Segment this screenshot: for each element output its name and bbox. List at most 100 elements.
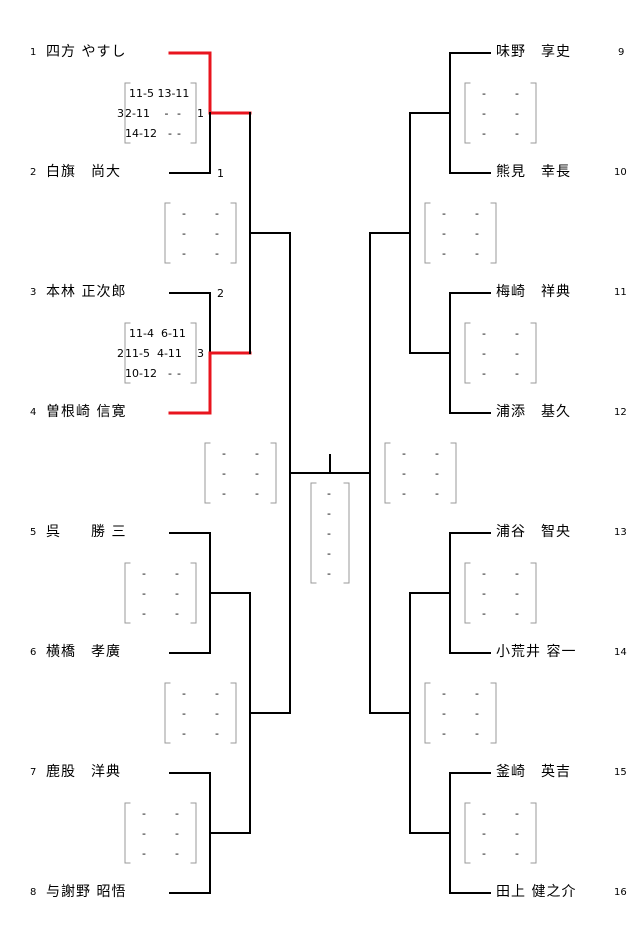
- player-name: 与謝野 昭悟: [46, 884, 127, 900]
- player-name: 白旗 尚大: [46, 164, 121, 180]
- score-row: 2-11 -: [125, 107, 169, 120]
- player-name: 曽根崎 信寛: [46, 404, 127, 420]
- score-placeholder: -: [175, 827, 179, 840]
- score-placeholder: -: [442, 207, 446, 220]
- score-placeholder: -: [215, 707, 219, 720]
- seed-number: 1: [30, 47, 37, 58]
- score-placeholder: -: [327, 487, 331, 500]
- score-placeholder: -: [482, 107, 486, 120]
- seed-number: 2: [30, 167, 37, 178]
- score-row: 11-4 6-11: [129, 327, 186, 340]
- seed-number: 9: [618, 47, 625, 58]
- match-wins-bottom: 1: [197, 107, 204, 120]
- score-placeholder: -: [442, 707, 446, 720]
- score-placeholder: -: [327, 507, 331, 520]
- score-placeholder: -: [327, 527, 331, 540]
- score-placeholder: -: [182, 707, 186, 720]
- score-placeholder: -: [515, 827, 519, 840]
- score-row: 14-12 -: [125, 127, 172, 140]
- score-placeholder: -: [215, 207, 219, 220]
- player-name: 釜崎 英吉: [496, 764, 571, 780]
- score-placeholder: -: [482, 847, 486, 860]
- score-placeholder: -: [402, 467, 406, 480]
- score-placeholder: -: [142, 807, 146, 820]
- games-won: 1: [217, 167, 224, 180]
- score-placeholder: -: [177, 127, 181, 140]
- score-placeholder: -: [482, 367, 486, 380]
- score-placeholder: -: [475, 207, 479, 220]
- score-placeholder: -: [442, 727, 446, 740]
- score-placeholder: -: [482, 87, 486, 100]
- score-placeholder: -: [482, 127, 486, 140]
- player-name: 四方 やすし: [46, 44, 127, 60]
- score-placeholder: -: [327, 547, 331, 560]
- score-placeholder: -: [475, 707, 479, 720]
- score-placeholder: -: [515, 367, 519, 380]
- seed-number: 5: [30, 527, 37, 538]
- seed-number: 11: [614, 287, 627, 298]
- score-placeholder: -: [442, 687, 446, 700]
- score-placeholder: -: [222, 467, 226, 480]
- score-placeholder: -: [175, 567, 179, 580]
- score-placeholder: -: [482, 327, 486, 340]
- score-row: 11-5 13-11: [129, 87, 190, 100]
- score-placeholder: -: [215, 247, 219, 260]
- score-placeholder: -: [515, 847, 519, 860]
- match-wins-top: 2: [117, 347, 124, 360]
- score-row: 11-5 4-11: [125, 347, 182, 360]
- player-name: 浦谷 智央: [496, 524, 571, 540]
- seed-number: 15: [614, 767, 627, 778]
- score-placeholder: -: [182, 247, 186, 260]
- score-placeholder: -: [175, 847, 179, 860]
- score-placeholder: -: [515, 107, 519, 120]
- player-name: 熊見 幸長: [496, 164, 571, 180]
- score-placeholder: -: [442, 227, 446, 240]
- score-placeholder: -: [475, 727, 479, 740]
- score-placeholder: -: [222, 447, 226, 460]
- score-placeholder: -: [182, 687, 186, 700]
- player-name: 横橋 孝廣: [46, 644, 121, 660]
- score-placeholder: -: [177, 367, 181, 380]
- score-placeholder: -: [475, 687, 479, 700]
- score-placeholder: -: [182, 227, 186, 240]
- score-placeholder: -: [435, 467, 439, 480]
- seed-number: 13: [614, 527, 627, 538]
- score-placeholder: -: [142, 567, 146, 580]
- score-placeholder: -: [482, 607, 486, 620]
- player-name: 味野 享史: [496, 44, 571, 60]
- score-placeholder: -: [515, 327, 519, 340]
- score-placeholder: -: [515, 567, 519, 580]
- player-name: 呉 勝 三: [46, 524, 127, 540]
- score-placeholder: -: [515, 347, 519, 360]
- score-placeholder: -: [515, 607, 519, 620]
- score-placeholder: -: [142, 827, 146, 840]
- score-placeholder: -: [475, 247, 479, 260]
- player-name: 梅崎 祥典: [496, 284, 571, 300]
- seed-number: 3: [30, 287, 37, 298]
- score-placeholder: -: [175, 807, 179, 820]
- score-placeholder: -: [435, 487, 439, 500]
- seed-number: 7: [30, 767, 37, 778]
- match-wins-bottom: 3: [197, 347, 204, 360]
- score-placeholder: -: [515, 87, 519, 100]
- score-placeholder: -: [142, 847, 146, 860]
- score-placeholder: -: [175, 607, 179, 620]
- score-placeholder: -: [515, 127, 519, 140]
- score-placeholder: -: [177, 107, 181, 120]
- score-placeholder: -: [142, 587, 146, 600]
- seed-number: 4: [30, 407, 37, 418]
- score-placeholder: -: [482, 827, 486, 840]
- score-placeholder: -: [255, 487, 259, 500]
- score-placeholder: -: [255, 447, 259, 460]
- score-placeholder: -: [222, 487, 226, 500]
- seed-number: 16: [614, 887, 627, 898]
- score-placeholder: -: [327, 567, 331, 580]
- score-placeholder: -: [215, 687, 219, 700]
- score-placeholder: -: [482, 567, 486, 580]
- score-placeholder: -: [175, 587, 179, 600]
- match-wins-top: 3: [117, 107, 124, 120]
- seed-number: 6: [30, 647, 37, 658]
- player-name: 浦添 基久: [496, 404, 571, 420]
